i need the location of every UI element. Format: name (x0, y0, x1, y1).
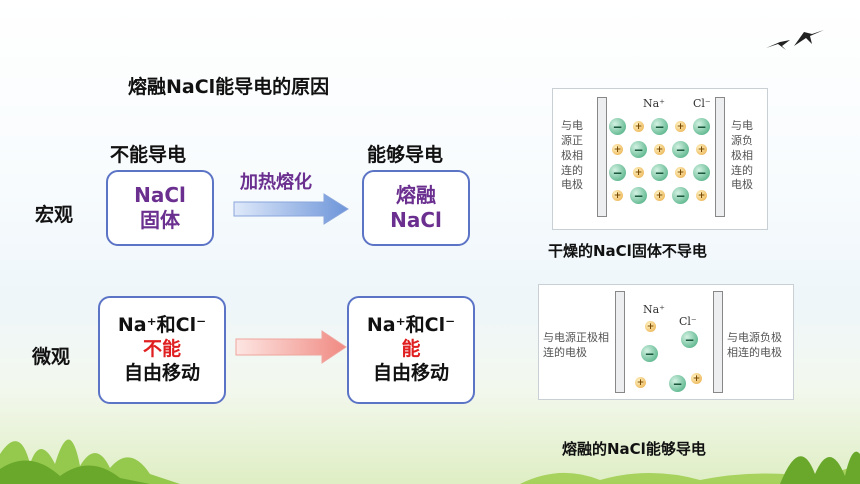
molten-anode-plate (615, 291, 625, 393)
molten-nacl-box: 熔融 NaCl (362, 170, 470, 246)
lattice-cl-ion: − (609, 118, 626, 135)
solid-ion-lattice: −+−+−+−+−+−+−+−+−+−+ (607, 115, 713, 209)
lattice-cl-ion: − (693, 118, 710, 135)
micro-row-label: 微观 (32, 346, 71, 368)
lattice-cl-ion: − (672, 141, 689, 158)
ions-immobile-line3: 自由移动 (123, 361, 200, 384)
molten-na-ion-1: + (645, 321, 656, 332)
ions-mobile-box: Na⁺和Cl⁻ 能 自由移动 (347, 296, 475, 404)
molten-cl-ion-1: − (681, 331, 698, 348)
molten-nacl-line2: NaCl (390, 208, 442, 232)
nacl-solid-line1: NaCl (134, 183, 186, 207)
ions-mobile-line1: Na⁺和Cl⁻ (366, 314, 456, 337)
heat-melt-label: 加热熔化 (240, 172, 312, 193)
page-title: 熔融NaCl能导电的原因 (128, 76, 330, 98)
macro-left-header: 不能导电 (110, 144, 187, 166)
molten-cl-ion-2: − (641, 345, 658, 362)
solid-cathode-plate (715, 97, 725, 217)
molten-na-ion-2: + (635, 377, 646, 388)
lattice-na-ion: + (675, 167, 686, 178)
solid-nacl-figure: 与电源正极相连的电极 与电源负极相连的电极 Na⁺ Cl⁻ −+−+−+−+−+… (552, 88, 768, 230)
lattice-na-ion: + (612, 190, 623, 201)
grass-decoration (0, 439, 860, 484)
solid-left-electrode-text: 与电源正极相连的电极 (561, 119, 583, 192)
macro-right-header: 能够导电 (367, 144, 444, 166)
lattice-cl-ion: − (651, 118, 668, 135)
lattice-cl-ion: − (651, 164, 668, 181)
lattice-na-ion: + (633, 167, 644, 178)
ions-mobile-line2: 能 (401, 338, 421, 361)
lattice-cl-ion: − (693, 164, 710, 181)
nacl-solid-box: NaCl 固体 (106, 170, 214, 246)
macro-row-label: 宏观 (35, 204, 74, 226)
molten-right-electrode-text: 与电源负极相连的电极 (727, 331, 782, 359)
lattice-na-ion: + (633, 121, 644, 132)
solid-na-label: Na⁺ (643, 97, 665, 110)
solid-figure-caption: 干燥的NaCl固体不导电 (548, 242, 707, 260)
lattice-na-ion: + (654, 190, 665, 201)
molten-nacl-figure: 与电源正极相连的电极 与电源负极相连的电极 Na⁺ Cl⁻ + − − + − … (538, 284, 794, 400)
macro-arrow (233, 193, 349, 225)
ions-immobile-line1: Na⁺和Cl⁻ (117, 314, 207, 337)
ions-immobile-line2: 不能 (142, 338, 181, 361)
micro-arrow (235, 330, 347, 364)
lattice-na-ion: + (696, 144, 707, 155)
molten-na-ion-3: + (691, 373, 702, 384)
molten-cl-ion-3: − (669, 375, 686, 392)
lattice-cl-ion: − (672, 187, 689, 204)
molten-cathode-plate (713, 291, 723, 393)
molten-nacl-line1: 熔融 (396, 183, 436, 207)
lattice-cl-ion: − (630, 141, 647, 158)
nacl-solid-line2: 固体 (140, 208, 180, 232)
lattice-cl-ion: − (630, 187, 647, 204)
molten-figure-caption: 熔融的NaCl能够导电 (562, 440, 706, 458)
lattice-na-ion: + (612, 144, 623, 155)
solid-cl-label: Cl⁻ (693, 97, 711, 110)
birds-decoration (766, 30, 824, 50)
molten-na-label: Na⁺ (643, 303, 665, 316)
ions-immobile-box: Na⁺和Cl⁻ 不能 自由移动 (98, 296, 226, 404)
ions-mobile-line3: 自由移动 (372, 361, 449, 384)
molten-cl-label: Cl⁻ (679, 315, 697, 328)
solid-anode-plate (597, 97, 607, 217)
solid-right-electrode-text: 与电源负极相连的电极 (731, 119, 753, 192)
lattice-na-ion: + (696, 190, 707, 201)
molten-left-electrode-text: 与电源正极相连的电极 (543, 331, 609, 359)
lattice-na-ion: + (675, 121, 686, 132)
lattice-cl-ion: − (609, 164, 626, 181)
lattice-na-ion: + (654, 144, 665, 155)
